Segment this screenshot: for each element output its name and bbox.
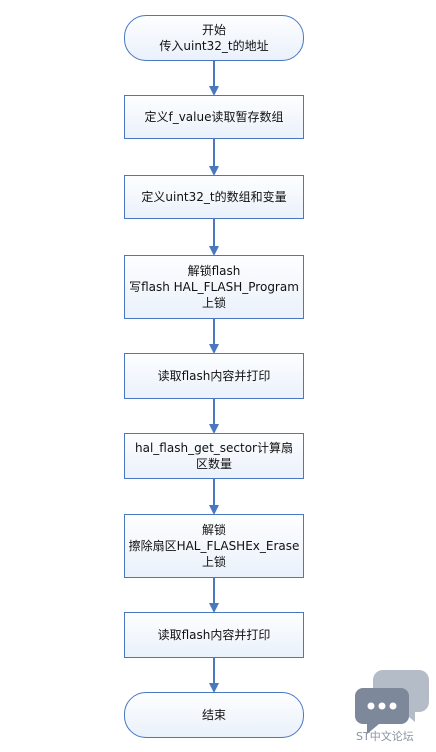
unlock-write-lock-node: 解锁flash 写flash HAL_FLASH_Program 上锁 (124, 255, 304, 319)
define-uint32-array-node: 定义uint32_t的数组和变量 (124, 175, 304, 219)
node-text-line: 区数量 (195, 457, 232, 471)
end-node: 结束 (124, 692, 304, 738)
read-print-node-2: 读取flash内容并打印 (124, 612, 304, 658)
node-text-line: 上锁 (201, 296, 226, 310)
calc-sectors-node: hal_flash_get_sector计算扇区数量 (124, 433, 304, 479)
define-fvalue-node: 定义f_value读取暂存数组 (124, 95, 304, 139)
watermark-text: ST中文论坛 (356, 730, 414, 743)
node-text-line: 解锁 (201, 523, 226, 537)
node-text-line: 定义uint32_t的数组和变量 (141, 190, 287, 204)
node-text-line: 上锁 (201, 555, 226, 569)
chat-bubbles-icon (355, 670, 429, 734)
start-node: 开始传入uint32_t的地址 (124, 15, 304, 61)
node-text-line: 擦除扇区HAL_FLASHEx_Erase (128, 539, 300, 553)
node-text-line: 结束 (201, 708, 226, 722)
node-text-line: 读取flash内容并打印 (157, 369, 271, 383)
node-text-line: 写flash HAL_FLASH_Program (129, 280, 299, 294)
unlock-erase-lock-node: 解锁擦除扇区HAL_FLASHEx_Erase 上锁 (124, 514, 304, 578)
read-print-node: 读取flash内容并打印 (124, 353, 304, 399)
node-text-line: hal_flash_get_sector计算扇 (135, 441, 293, 455)
node-text-line: 开始 (201, 23, 226, 37)
node-text-line: 读取flash内容并打印 (157, 628, 271, 642)
node-text-line: 传入uint32_t的地址 (159, 39, 269, 53)
node-text-line: 定义f_value读取暂存数组 (144, 110, 284, 124)
node-text-line: 解锁flash (187, 264, 241, 278)
